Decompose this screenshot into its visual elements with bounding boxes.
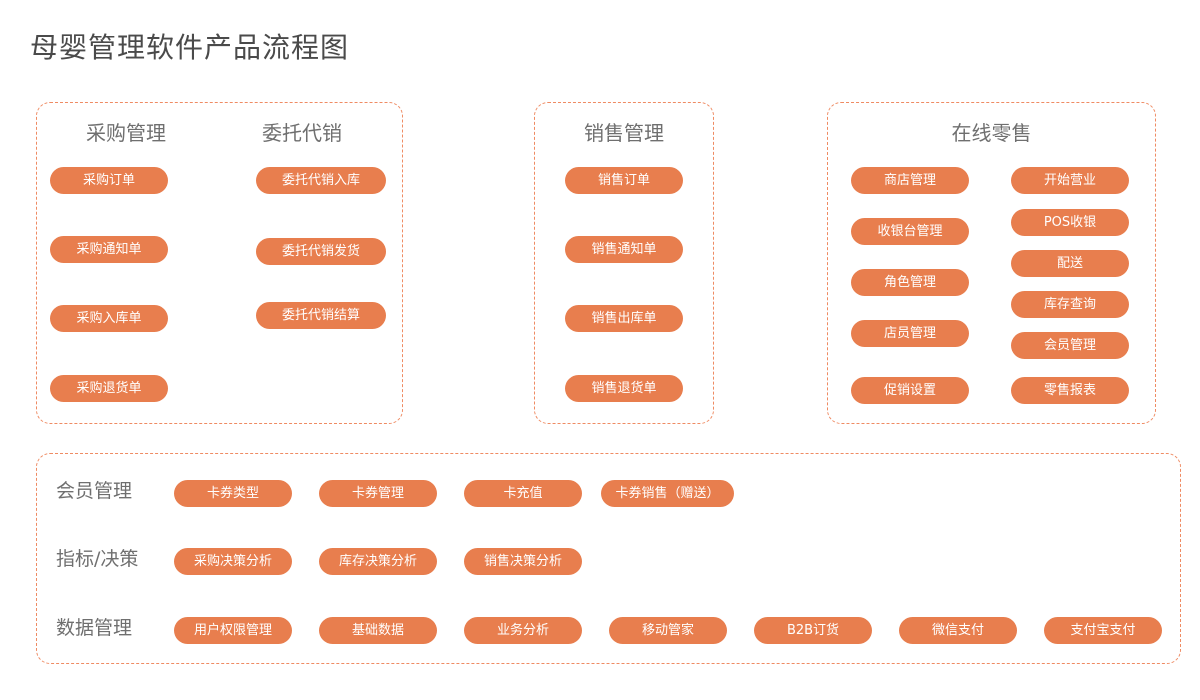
pill-delivery[interactable]: 配送 [1011,250,1129,277]
pill-sales-notice[interactable]: 销售通知单 [565,236,683,263]
pill-cashier-desk-management[interactable]: 收银台管理 [851,218,969,245]
pill-basic-data[interactable]: 基础数据 [319,617,437,644]
pill-card-recharge[interactable]: 卡充值 [464,480,582,507]
row-label-metrics-decision: 指标/决策 [56,548,139,570]
panel-platform-services: 会员管理 卡券类型 卡券管理 卡充值 卡券销售（赠送） 指标/决策 采购决策分析… [36,453,1181,664]
pill-card-management[interactable]: 卡券管理 [319,480,437,507]
pill-role-management[interactable]: 角色管理 [851,269,969,296]
pill-card-sales-gift[interactable]: 卡券销售（赠送） [601,480,734,507]
column-heading-procurement: 采购管理 [86,121,166,145]
pill-purchase-decision-analysis[interactable]: 采购决策分析 [174,548,292,575]
pill-card-type[interactable]: 卡券类型 [174,480,292,507]
pill-sales-outbound[interactable]: 销售出库单 [565,305,683,332]
pill-start-business[interactable]: 开始营业 [1011,167,1129,194]
pill-sales-order[interactable]: 销售订单 [565,167,683,194]
column-heading-online-retail: 在线零售 [951,121,1032,145]
pill-wechat-pay[interactable]: 微信支付 [899,617,1017,644]
pill-promotion-settings[interactable]: 促销设置 [851,377,969,404]
panel-online-retail: 在线零售 商店管理 收银台管理 角色管理 店员管理 促销设置 开始营业 POS收… [827,102,1156,424]
pill-store-management[interactable]: 商店管理 [851,167,969,194]
row-label-data-management: 数据管理 [56,617,133,639]
column-heading-consignment: 委托代销 [262,121,342,145]
pill-user-permission-management[interactable]: 用户权限管理 [174,617,292,644]
pill-consignment-shipment[interactable]: 委托代销发货 [256,238,386,265]
pill-alipay-pay[interactable]: 支付宝支付 [1044,617,1162,644]
pill-purchase-notice[interactable]: 采购通知单 [50,236,168,263]
pill-member-management-retail[interactable]: 会员管理 [1011,332,1129,359]
panel-sales: 销售管理 销售订单 销售通知单 销售出库单 销售退货单 [534,102,714,424]
pill-purchase-order[interactable]: 采购订单 [50,167,168,194]
page-title: 母婴管理软件产品流程图 [30,31,350,64]
pill-inventory-query[interactable]: 库存查询 [1011,291,1129,318]
pill-purchase-return[interactable]: 采购退货单 [50,375,168,402]
pill-pos-checkout[interactable]: POS收银 [1011,209,1129,236]
pill-consignment-settlement[interactable]: 委托代销结算 [256,302,386,329]
pill-b2b-ordering[interactable]: B2B订货 [754,617,872,644]
pill-inventory-decision-analysis[interactable]: 库存决策分析 [319,548,437,575]
pill-clerk-management[interactable]: 店员管理 [851,320,969,347]
column-heading-sales: 销售管理 [584,121,664,145]
panel-procurement-consignment: 采购管理 委托代销 采购订单 采购通知单 采购入库单 采购退货单 委托代销入库 … [36,102,403,424]
pill-sales-decision-analysis[interactable]: 销售决策分析 [464,548,582,575]
pill-sales-return[interactable]: 销售退货单 [565,375,683,402]
pill-consignment-inbound[interactable]: 委托代销入库 [256,167,386,194]
pill-retail-report[interactable]: 零售报表 [1011,377,1129,404]
pill-purchase-inbound[interactable]: 采购入库单 [50,305,168,332]
pill-mobile-steward[interactable]: 移动管家 [609,617,727,644]
row-label-member-management: 会员管理 [56,480,133,502]
pill-business-analysis[interactable]: 业务分析 [464,617,582,644]
